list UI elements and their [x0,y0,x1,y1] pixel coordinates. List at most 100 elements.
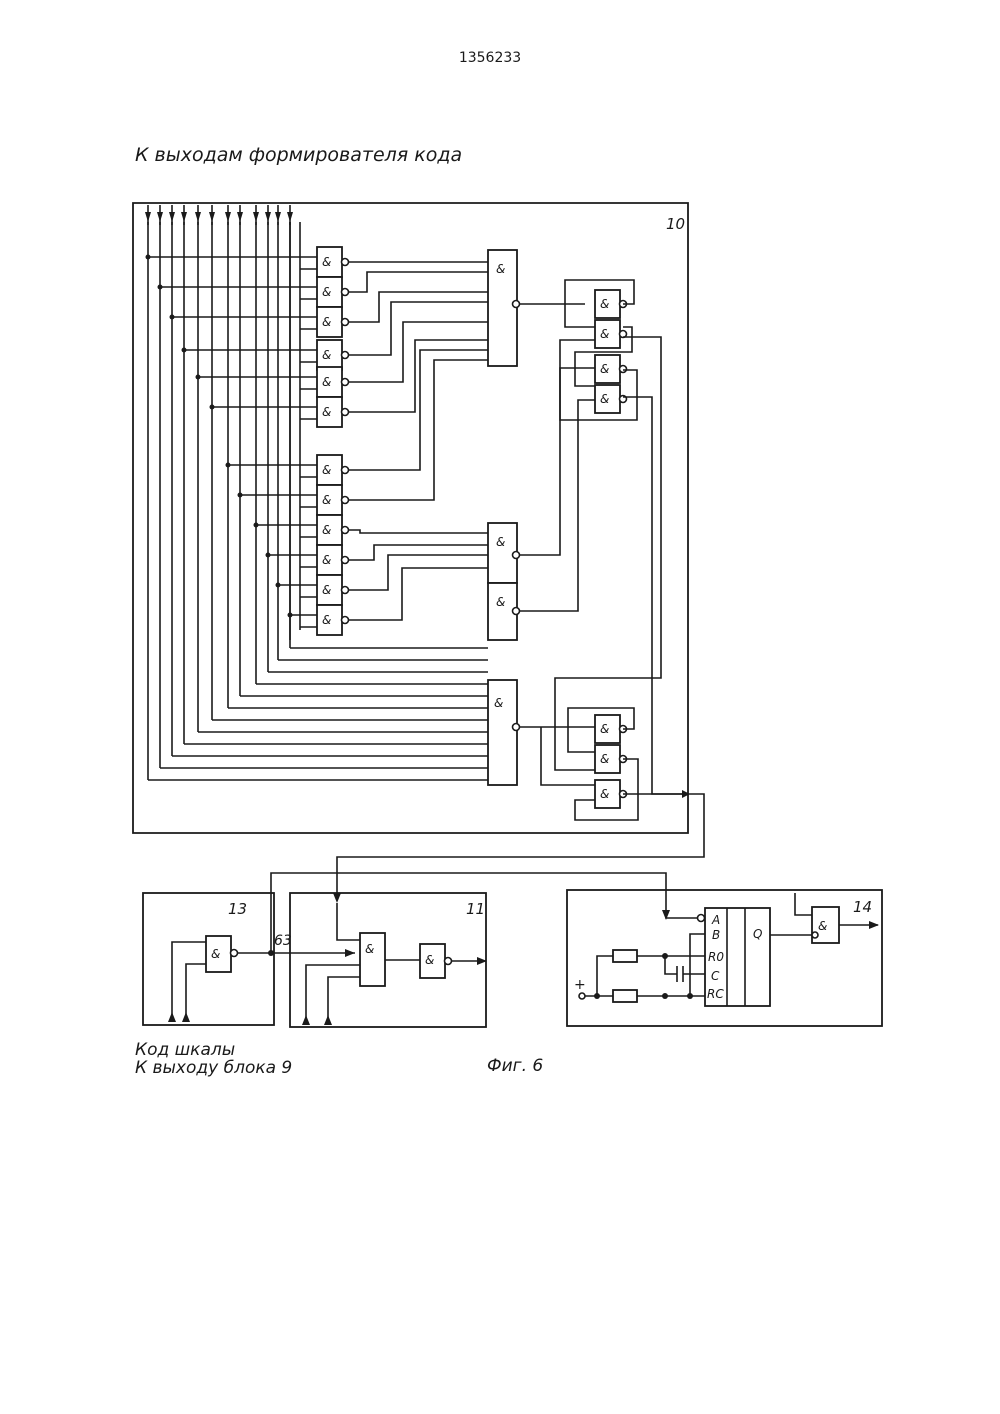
chip-output-q: Q [753,927,762,941]
bus-arrow [287,212,293,222]
chip-b-wire [690,934,705,996]
block-13-input-a [172,942,206,1022]
block-13-gate-bubble [231,950,238,957]
left-gate-bubble [342,259,349,266]
block-10-output [337,794,704,895]
mid-gate-1-output-wire [520,340,595,555]
block-13-input-b [186,964,206,1022]
mid-gate-2-symbol: & [496,595,505,609]
bottom-gate-bubble [513,724,520,731]
caption-scale-code: Код шкалы [135,1040,235,1060]
top-gate-input-wires [349,262,488,500]
bus-arrow [225,212,231,222]
left-gate-bubble [342,409,349,416]
left-gate-bubble [342,379,349,386]
lower-stack-gate-symbol: & [600,722,609,736]
supply-terminal [579,993,585,999]
block-11-input-arrow [333,893,341,903]
bus-arrow [181,212,187,222]
bus-arrow [209,212,215,222]
left-gate-symbol: & [322,553,331,567]
bus-arrow [253,212,259,222]
top-gate-input [349,272,488,292]
block-11-gate-1-symbol: & [365,942,374,956]
block-13-gate-symbol: & [211,947,220,961]
input-bus-lines [145,205,293,225]
mid-gate-2-bubble [513,608,520,615]
chip-pin-r0: R0 [708,950,724,964]
rc-junction [662,993,668,999]
block-11-gate-2-symbol: & [425,953,434,967]
block-11-gate-2-bubble [445,958,452,965]
upper-stack-output-2 [623,397,682,794]
left-gate-symbol: & [322,348,331,362]
block-14-gate-symbol: & [818,919,827,933]
bottom-gate-symbol: & [494,696,503,710]
left-gate-symbol: & [322,613,331,627]
chip-pin-b: B [712,928,720,942]
upper-stack-gate-symbol: & [600,392,609,406]
block-14-gate-bubble [812,932,818,938]
caption-block-9-output: К выходу блока 9 [135,1058,292,1078]
top-gate-input-lower [349,360,488,500]
upper-stack-gate-symbol: & [600,297,609,311]
block-11-input-d-arrow [324,1015,332,1025]
left-gate-bubble [342,352,349,359]
lower-stack-gate-symbol: & [600,787,609,801]
left-gate-symbol: & [322,255,331,269]
top-gate-input [349,302,488,355]
resistor-2 [613,990,637,1002]
left-gate-bubble [342,587,349,594]
left-gate-symbol: & [322,315,331,329]
net-63-arrow [345,949,355,957]
chip-pin-a-bubble [698,915,705,922]
bus-arrow [265,212,271,222]
mid-gate-input-wires [349,530,488,620]
resistor-1 [613,950,637,962]
figure-label: Фиг. 6 [487,1056,543,1076]
left-gate-bubble [342,527,349,534]
left-gate-symbol: & [322,285,331,299]
block-14-feedback [795,893,812,915]
block-11-input-d [328,977,360,1025]
bus-arrow [275,212,281,222]
bus-arrow [145,212,151,222]
upper-stack-gate-symbol: & [600,362,609,376]
block-14-label: 14 [853,898,872,916]
left-gate-symbol: & [322,405,331,419]
block-13-input-b-arrow [182,1012,190,1022]
block-14-output-arrow [869,921,879,929]
mid-gate-input [349,530,488,533]
block-11-gate-1-input [337,903,360,940]
left-gate-bubble [342,617,349,624]
lower-right-gate-stack: & & & [595,715,627,808]
top-gate-input-lower [349,350,488,470]
left-gate-symbol: & [322,583,331,597]
mid-gate-1-symbol: & [496,535,505,549]
chip-pin-rc: RC [707,987,724,1001]
block-11-input-c-arrow [302,1015,310,1025]
block-13-input-a-arrow [168,1012,176,1022]
block-11-label: 11 [466,900,485,918]
top-and-gate-symbol: & [496,262,505,276]
mid-gate-input [349,545,488,560]
left-gate-symbol: & [322,463,331,477]
top-gate-input [349,292,488,322]
left-gate-symbol: & [322,493,331,507]
bus-arrow [169,212,175,222]
left-gate-bubble [342,497,349,504]
supply-upper-rail [597,956,613,996]
lower-stack-gate-symbol: & [600,752,609,766]
left-gate-bubble [342,557,349,564]
left-gate-bubble [342,289,349,296]
supply-junction [594,993,600,999]
chip-pin-c: C [711,969,720,983]
upper-stack-gate-bubble [620,366,627,373]
left-gate-bubble [342,319,349,326]
block-10-label: 10 [666,215,685,233]
left-gate-symbol: & [322,375,331,389]
mid-gate-1-bubble [513,552,520,559]
document-number: 1356233 [459,50,521,66]
block-11-input-c [306,965,360,1025]
